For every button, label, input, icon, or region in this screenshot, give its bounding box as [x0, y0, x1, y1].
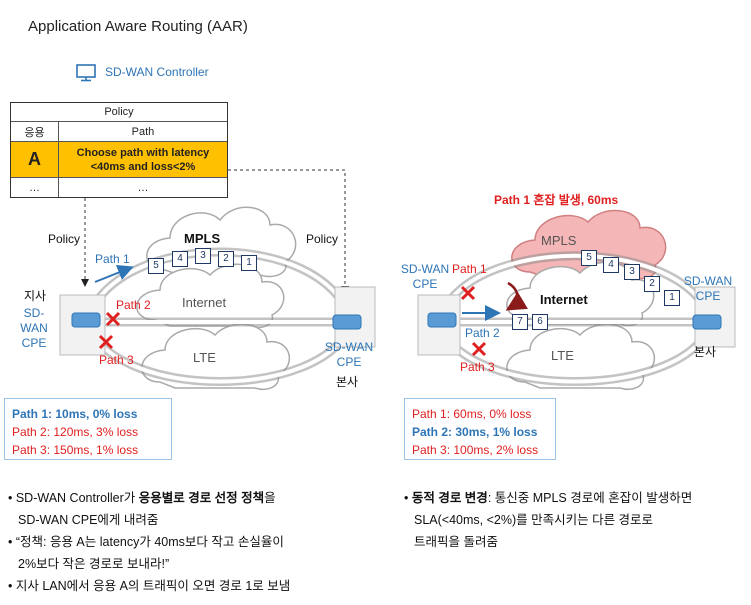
bullets-right: • 동적 경로 변경: 통신중 MPLS 경로에 혼잡이 발생하면 SLA(<4… — [404, 487, 749, 553]
branch-cpe-label-left: SD-WAN CPE — [10, 306, 58, 351]
hq-label-right: 본사 — [694, 345, 717, 359]
bullets-left: • SD-WAN Controller가 응용별로 경로 선정 정책을 SD-W… — [8, 487, 348, 597]
bullet-left-2b: 2%보다 작은 경로로 보내라!” — [18, 557, 170, 571]
x-mark-path1-right — [460, 285, 476, 301]
x-mark-path3-right — [471, 341, 487, 357]
bullet-right-1-prefix: • — [404, 491, 412, 505]
hq-cpe-line1-right: SD-WAN — [683, 274, 733, 288]
hq-building-right — [692, 286, 736, 348]
page-title: Application Aware Routing (AAR) — [28, 18, 248, 35]
stats-box-left: Path 1: 10ms, 0% loss Path 2: 120ms, 3% … — [4, 398, 172, 460]
branch-cpe-label-right: SD-WAN CPE — [396, 262, 454, 292]
bullet-left-1-bold: 응용별로 경로 선정 정책 — [138, 491, 265, 505]
stat-path3-left: Path 3: 150ms, 1% loss — [12, 443, 139, 457]
path-rule-line1: Choose path with latency — [76, 146, 210, 159]
policy-row-more: … … — [11, 178, 227, 197]
controller-label: SD-WAN Controller — [105, 65, 209, 79]
branch-building-left — [59, 294, 106, 356]
path1-label-left: Path 1 — [95, 252, 130, 266]
left-mpls-packet-3: 3 — [195, 248, 211, 264]
bullet-left-2: • “정책: 응용 A는 latency가 40ms보다 작고 손실율이 — [8, 535, 284, 549]
x-mark-path2-left — [105, 311, 121, 327]
right-mpls-packet-5: 5 — [581, 250, 597, 266]
policy-caption-row: Policy — [11, 103, 227, 122]
hq-cpe-label-left: SD-WAN CPE — [321, 340, 377, 370]
bullet-left-1b: SD-WAN CPE에게 내려줌 — [18, 513, 159, 527]
path2-label-right: Path 2 — [465, 326, 500, 340]
more-app-cell: … — [11, 178, 59, 197]
x-mark-path3-left — [98, 334, 114, 350]
congestion-title: Path 1 혼잡 발생, 60ms — [494, 193, 619, 207]
hq-cpe-line2-right: CPE — [695, 289, 721, 303]
policy-label-right: Policy — [306, 232, 339, 246]
right-internet-packet-6: 6 — [532, 314, 548, 330]
lte-label-right: LTE — [551, 348, 574, 363]
right-internet-packet-7: 7 — [512, 314, 528, 330]
hq-cpe-line2-left: CPE — [336, 355, 362, 369]
left-mpls-packet-1: 1 — [241, 255, 257, 271]
left-mpls-packet-4: 4 — [172, 251, 188, 267]
hq-building-left — [332, 286, 376, 348]
reroute-arrow — [505, 281, 529, 311]
monitor-icon — [76, 64, 96, 82]
branch-cpe-line2-left: CPE — [21, 336, 47, 350]
bullet-right-1b: SLA(<40ms, <2%)를 만족시키는 다른 경로로 — [414, 513, 654, 527]
policy-caption: Policy — [104, 106, 134, 118]
hq-cpe-line1-left: SD-WAN — [324, 340, 374, 354]
branch-cpe-line1-left: SD-WAN — [20, 306, 48, 335]
right-mpls-packet-2: 2 — [644, 276, 660, 292]
path1-arrow-left — [94, 265, 134, 283]
path-rule-line2: <40ms and loss<2% — [90, 160, 196, 173]
stat-path2-right: Path 2: 30ms, 1% loss — [412, 425, 538, 439]
bullet-right-1-bold: 동적 경로 변경 — [411, 491, 488, 505]
bullet-left-1-suffix: 을 — [264, 491, 276, 505]
path3-label-left: Path 3 — [99, 353, 134, 367]
right-mpls-packet-4: 4 — [603, 257, 619, 273]
bullet-left-1: • SD-WAN Controller가 응용별로 경로 선정 정책을 — [8, 487, 348, 509]
stat-path3-right: Path 3: 100ms, 2% loss — [412, 443, 539, 457]
stat-path1-left: Path 1: 10ms, 0% loss — [12, 407, 138, 421]
more-path-cell: … — [137, 181, 149, 194]
bullet-right-1-suffix: : 통신중 MPLS 경로에 혼잡이 발생하면 — [487, 491, 693, 505]
branch-building-right — [417, 294, 461, 356]
hq-label-left: 본사 — [336, 375, 359, 389]
policy-arrow-hq — [228, 169, 349, 294]
bullet-left-3: • 지사 LAN에서 응용 A의 트래픽이 오면 경로 1로 보냄 — [8, 579, 291, 593]
mpls-label-right: MPLS — [541, 233, 577, 248]
app-a-path-cell: Choose path with latency <40ms and loss<… — [59, 142, 227, 177]
policy-row-a: A Choose path with latency <40ms and los… — [11, 142, 227, 178]
bullet-right-1: • 동적 경로 변경: 통신중 MPLS 경로에 혼잡이 발생하면 — [404, 487, 749, 509]
right-mpls-packet-3: 3 — [624, 264, 640, 280]
path3-label-right: Path 3 — [460, 360, 495, 374]
policy-label-left: Policy — [48, 232, 81, 246]
internet-label-left: Internet — [182, 295, 227, 310]
network-diagram — [59, 169, 736, 390]
path1-label-right: Path 1 — [452, 262, 487, 276]
internet-label-right: Internet — [540, 292, 588, 307]
left-mpls-packet-5: 5 — [148, 258, 164, 274]
policy-table: Policy 응용 Path A Choose path with latenc… — [10, 102, 228, 198]
stat-path1-right: Path 1: 60ms, 0% loss — [412, 407, 532, 421]
hq-cpe-label-right: SD-WAN CPE — [682, 274, 734, 304]
path2-label-left: Path 2 — [116, 298, 151, 312]
policy-header-row: 응용 Path — [11, 122, 227, 142]
header-path: Path — [131, 125, 155, 138]
left-mpls-packet-2: 2 — [218, 251, 234, 267]
branch-cpe-line1-right: SD-WAN — [400, 262, 450, 276]
right-mpls-packet-1: 1 — [664, 290, 680, 306]
stats-box-right: Path 1: 60ms, 0% loss Path 2: 30ms, 1% l… — [404, 398, 556, 460]
lte-label-left: LTE — [193, 350, 216, 365]
branch-cpe-line2-right: CPE — [412, 277, 438, 291]
header-app: 응용 — [11, 122, 59, 141]
stat-path2-left: Path 2: 120ms, 3% loss — [12, 425, 139, 439]
bullet-left-1-prefix: • SD-WAN Controller가 — [8, 491, 139, 505]
branch-label: 지사 — [24, 289, 47, 303]
bullet-right-1c: 트래픽을 돌려줌 — [414, 535, 498, 549]
mpls-label-left: MPLS — [184, 231, 221, 246]
app-a-cell: A — [11, 142, 59, 177]
